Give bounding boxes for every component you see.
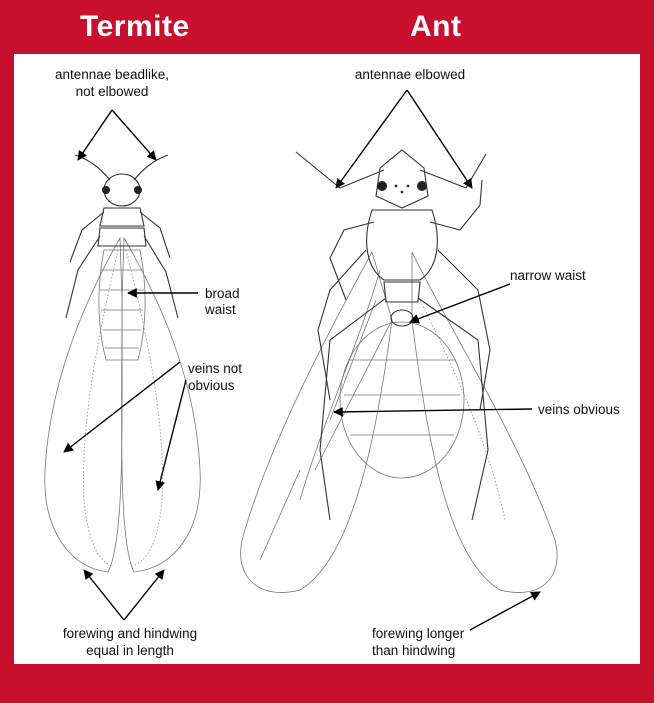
termite-wings-arrow-left: [84, 570, 124, 620]
termite-waist-label-line1: broad: [205, 286, 240, 301]
termite-illustration: [45, 155, 200, 572]
ant-wings-label-line1: forewing longer: [372, 626, 465, 641]
ant-head: [376, 150, 428, 208]
ant-veins-arrow: [334, 409, 532, 412]
ant-antennae-arrow-left: [336, 90, 407, 188]
ant-illustration: [241, 150, 557, 593]
ant-veins-label: veins obvious: [538, 402, 620, 417]
ant-wings-label-line2: than hindwing: [372, 643, 455, 658]
termite-antennae-label-line1: antennae beadlike,: [55, 67, 169, 82]
termite-antennae-label-line2: not elbowed: [76, 84, 149, 99]
termite-wings-label-line1: forewing and hindwing: [63, 626, 197, 641]
ant-waist-label: narrow waist: [510, 268, 586, 283]
termite-wings-label-line2: equal in length: [86, 643, 174, 658]
termite-veins-label-line2: obvious: [188, 378, 235, 393]
termite-waist-label-line2: waist: [204, 302, 236, 317]
termite-antennae-arrow-left: [78, 110, 112, 160]
termite-left-wing: [45, 238, 122, 572]
termite-left-antenna: [75, 155, 110, 180]
ant-antennae-arrow-right: [407, 90, 472, 188]
termite-veins-label-line1: veins not: [188, 361, 242, 376]
termite-antennae-arrow-right: [112, 110, 156, 160]
termite-right-wing: [122, 238, 201, 572]
ant-forewing-right: [412, 252, 557, 593]
termite-veins-arrow-right: [158, 380, 186, 490]
termite-wings-arrow-right: [124, 570, 164, 620]
termite-right-antenna: [134, 155, 168, 180]
ant-petiole: [391, 310, 413, 326]
ant-wings-arrow: [470, 592, 540, 630]
termite-thorax: [100, 208, 144, 226]
ant-antennae-label: antennae elbowed: [355, 67, 465, 82]
